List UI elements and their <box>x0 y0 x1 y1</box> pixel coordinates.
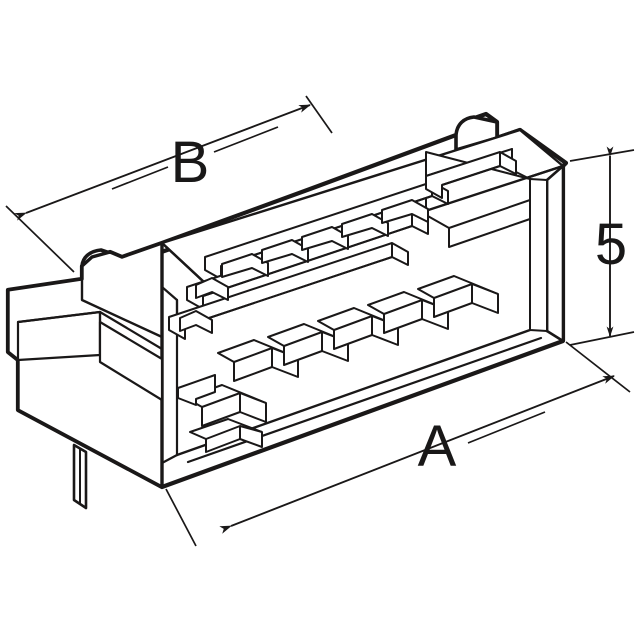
dim-a-ext-left <box>165 488 197 547</box>
dimension-a <box>165 341 631 547</box>
contact-pin <box>168 242 409 340</box>
dimension-a-label: A <box>418 414 457 479</box>
dimension-height-label: 5 <box>595 212 627 277</box>
dim-b-arrow <box>14 104 311 221</box>
dim-b-leader-left <box>111 166 169 190</box>
contact-pin <box>301 226 349 251</box>
right-latch-tab <box>454 115 499 153</box>
dim-b-leader-right <box>213 126 279 153</box>
dimension-height <box>569 146 635 346</box>
contact-pin-combs-rear <box>221 199 429 278</box>
board-mounting-post <box>72 443 88 510</box>
dimension-b-label: B <box>171 130 210 195</box>
dim-a-arrow <box>219 375 615 534</box>
contact-pin <box>425 151 517 199</box>
right-end-wall <box>545 164 565 343</box>
contact-pin <box>177 374 216 406</box>
contact-pin <box>195 277 229 301</box>
left-end-block <box>6 241 164 489</box>
contact-pin <box>217 339 299 382</box>
contact-pins-right-corner <box>425 151 517 199</box>
dim-5-ext-bottom <box>569 331 635 346</box>
dim-b-ext-right <box>305 95 333 134</box>
contact-pin <box>381 199 429 224</box>
contact-pin <box>417 275 499 318</box>
contact-pin <box>221 253 269 278</box>
contact-pin <box>261 239 309 264</box>
dim-5-ext-top <box>569 149 635 162</box>
contact-pin <box>179 310 213 334</box>
dim-a-leader <box>467 411 546 444</box>
contact-pin <box>341 213 389 238</box>
dimension-b <box>5 95 333 273</box>
dim-a-ext-right <box>565 341 631 393</box>
